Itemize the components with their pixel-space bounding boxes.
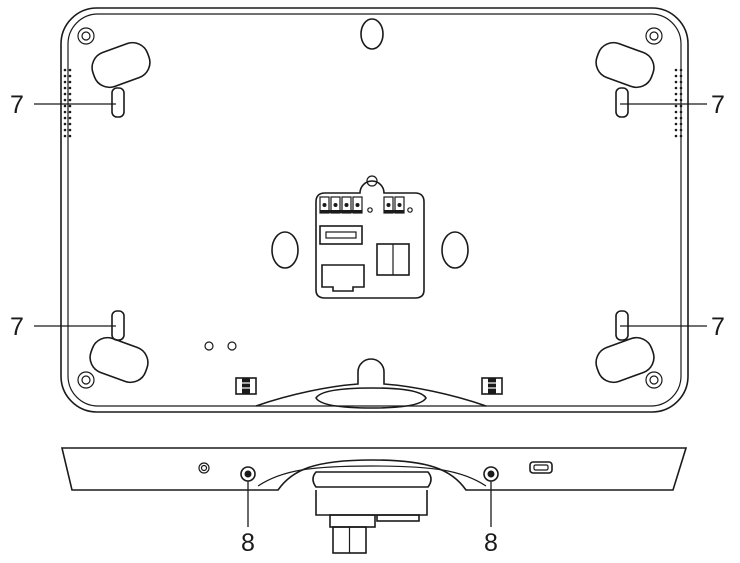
- grille-dot: [674, 122, 678, 126]
- speaker-grille-left: [63, 68, 72, 138]
- bottom-view: [60, 447, 688, 554]
- bottom-housing: [60, 447, 688, 491]
- grille-dot: [679, 128, 683, 132]
- grille-dot: [68, 116, 72, 120]
- grille-dot: [674, 128, 678, 132]
- terminal-block-left: [319, 196, 363, 214]
- dip-switch: [376, 243, 410, 276]
- mounting-slot: [595, 336, 655, 384]
- grille-dot: [68, 128, 72, 132]
- grille-dot: [674, 68, 678, 72]
- grille-dot: [63, 98, 67, 102]
- corner-screw: [645, 27, 663, 45]
- stand-notch: [255, 358, 487, 409]
- grille-dot: [674, 80, 678, 84]
- grille-dot: [68, 110, 72, 114]
- terminal-block-right: [383, 196, 405, 214]
- callout-7-right-bottom: 7: [711, 313, 725, 341]
- callout-8-right: 8: [484, 529, 498, 557]
- mount-hole-left: [271, 231, 299, 269]
- grille-dot: [674, 104, 678, 108]
- inner-housing-outline: [67, 13, 682, 407]
- grille-dot: [63, 92, 67, 96]
- callout-7-left-bottom: 7: [10, 313, 24, 341]
- corner-screw: [77, 371, 95, 389]
- grille-dot: [63, 134, 67, 138]
- grille-dot: [674, 98, 678, 102]
- grille-dot: [68, 86, 72, 90]
- corner-screw: [77, 27, 95, 45]
- connector-panel: [315, 175, 425, 299]
- speaker-grille-right: [674, 68, 683, 138]
- corner-screw: [645, 371, 663, 389]
- grille-dot: [674, 86, 678, 90]
- outer-housing: [60, 7, 689, 413]
- indicator-dot: [367, 207, 373, 213]
- top-mount-hole: [360, 18, 384, 50]
- mounting-slot: [89, 336, 149, 384]
- grille-dot: [68, 68, 72, 72]
- grille-dot: [674, 116, 678, 120]
- micro-usb-port: [529, 461, 553, 474]
- grille-dot: [679, 122, 683, 126]
- rear-view: [34, 7, 707, 413]
- grille-dot: [63, 128, 67, 132]
- grille-dot: [674, 92, 678, 96]
- grille-dot: [68, 80, 72, 84]
- grille-dot: [679, 104, 683, 108]
- grille-dot: [679, 98, 683, 102]
- grille-dot: [68, 74, 72, 78]
- grille-dot: [679, 116, 683, 120]
- grille-dot: [679, 110, 683, 114]
- indicator-dot: [407, 207, 413, 213]
- grille-dot: [674, 110, 678, 114]
- grille-dot: [68, 104, 72, 108]
- grille-dot: [68, 98, 72, 102]
- ethernet-port: [321, 264, 365, 292]
- side-screw-right: [481, 377, 503, 395]
- grille-dot: [679, 92, 683, 96]
- panel-screw-hole: [366, 175, 378, 187]
- grille-dot: [68, 92, 72, 96]
- bottom-connector: [315, 490, 428, 554]
- grille-dot: [68, 134, 72, 138]
- grille-dot: [63, 116, 67, 120]
- mount-hole-right: [441, 231, 469, 269]
- keyhole-tab: [615, 87, 629, 118]
- mounting-slot: [91, 41, 151, 89]
- grille-dot: [679, 68, 683, 72]
- grille-dot: [63, 86, 67, 90]
- grille-dot: [679, 134, 683, 138]
- keyhole-tab: [111, 87, 125, 118]
- grille-dot: [679, 80, 683, 84]
- small-button: [198, 462, 210, 474]
- stand-slot: [312, 471, 432, 488]
- bottom-screw-right: [483, 466, 499, 482]
- grille-dot: [679, 86, 683, 90]
- grille-dot: [63, 80, 67, 84]
- callout-7-right-top: 7: [711, 91, 725, 119]
- grille-dot: [679, 74, 683, 78]
- side-screw-left: [235, 377, 257, 395]
- grille-dot: [63, 68, 67, 72]
- mounting-slot: [595, 41, 655, 89]
- callout-7-left-top: 7: [10, 91, 24, 119]
- small-hole: [227, 341, 237, 351]
- usb-port: [319, 225, 363, 245]
- grille-dot: [674, 74, 678, 78]
- bottom-screw-left: [240, 466, 256, 482]
- grille-dot: [63, 122, 67, 126]
- callout-8-left: 8: [241, 529, 255, 557]
- small-hole: [204, 341, 214, 351]
- grille-dot: [63, 74, 67, 78]
- grille-dot: [68, 122, 72, 126]
- grille-dot: [63, 104, 67, 108]
- grille-dot: [63, 110, 67, 114]
- grille-dot: [674, 134, 678, 138]
